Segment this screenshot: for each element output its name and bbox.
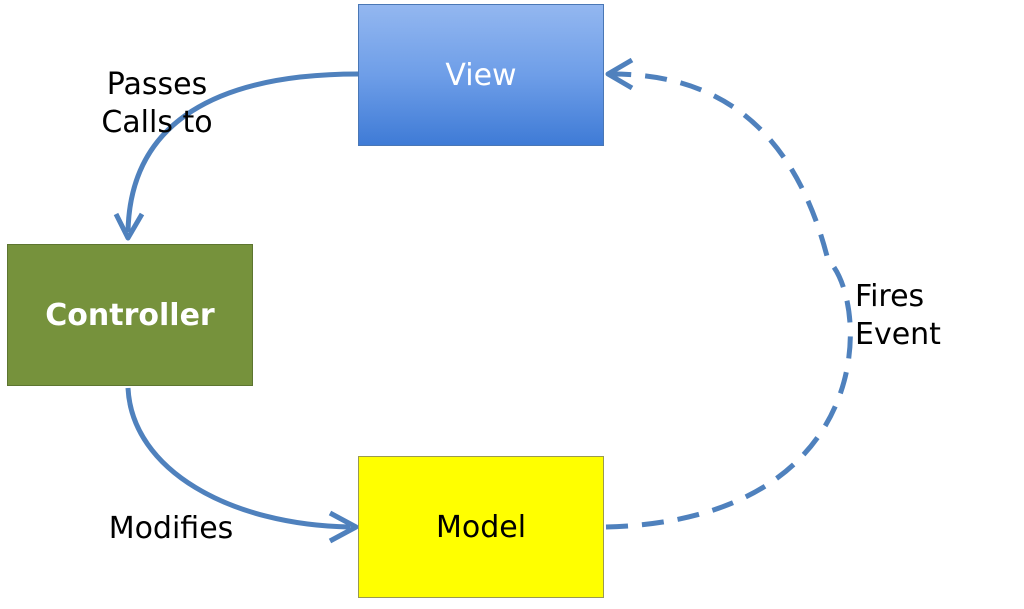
arrow-model-to-view [605, 71, 853, 530]
controller-node-label: Controller [45, 297, 215, 333]
view-node: View [358, 4, 604, 146]
edge-label-line: Fires [855, 279, 925, 314]
arrowhead-model [328, 510, 359, 544]
edge-label-modifies: Modifies [96, 510, 246, 548]
edge-label-passes-calls-to: Passes Calls to [82, 66, 232, 142]
arrowhead-view [605, 57, 634, 91]
edge-label-line: Passes [106, 67, 208, 102]
edge-label-line: Event [855, 317, 941, 352]
model-node-label: Model [435, 509, 527, 545]
view-node-label: View [445, 57, 517, 93]
arrow-controller-to-model [125, 387, 351, 530]
edge-label-line: Calls to [101, 105, 213, 140]
edge-label-line: Modifies [108, 511, 234, 546]
arrow-view-to-controller [125, 71, 359, 233]
arrowhead-controller [113, 212, 145, 241]
model-node: Model [358, 456, 604, 598]
controller-node: Controller [7, 244, 253, 386]
edge-label-fires-event: Fires Event [855, 278, 959, 354]
